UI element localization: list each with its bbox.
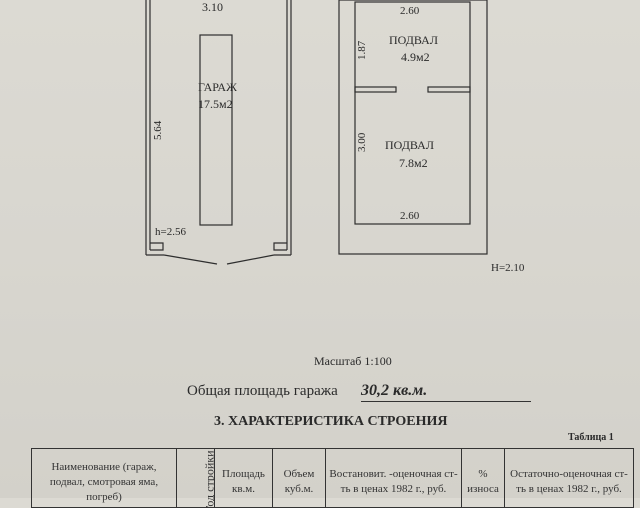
header-residual-cost: Остаточно-оценочная ст-ть в ценах 1982 г… xyxy=(504,448,634,508)
header-name: Наименование (гараж, подвал, смотровая я… xyxy=(31,448,177,508)
scale-label: Масштаб 1:100 xyxy=(314,354,392,368)
lower-basement-area: 7.8м2 xyxy=(399,156,428,170)
lower-basement-length-dim: 3.00 xyxy=(356,132,368,152)
header-restoration-cost: Востановит. -оценочная ст-ть в ценах 198… xyxy=(325,448,462,508)
header-year-text: Год стройки xyxy=(202,449,215,507)
total-area-label: Общая площадь гаража xyxy=(187,383,338,399)
garage-height: h=2.56 xyxy=(155,226,186,238)
building-characteristics-table: Наименование (гараж, подвал, смотровая я… xyxy=(31,448,634,508)
upper-basement-area: 4.9м2 xyxy=(401,50,430,64)
header-wear: % износа xyxy=(461,448,505,508)
garage-area: 17.5м2 xyxy=(198,97,233,111)
garage-label: ГАРАЖ xyxy=(198,80,237,94)
inspection-pit xyxy=(199,34,233,226)
basement-outline xyxy=(338,0,488,255)
garage-outline xyxy=(145,0,292,265)
header-volume: Объем куб.м. xyxy=(272,448,326,508)
garage-width-dim: 3.10 xyxy=(202,0,223,14)
lower-basement-label: ПОДВАЛ xyxy=(385,138,434,152)
upper-basement-length-dim: 1.87 xyxy=(356,40,368,60)
table-caption: Таблица 1 xyxy=(568,432,614,443)
floor-plan xyxy=(145,0,488,265)
table-header-row: Наименование (гараж, подвал, смотровая я… xyxy=(31,448,634,508)
upper-basement-width-dim: 2.60 xyxy=(400,5,420,17)
total-area-value: 30,2 кв.м. xyxy=(361,382,531,402)
basement-height: H=2.10 xyxy=(491,262,525,274)
header-year: Год стройки xyxy=(176,448,215,508)
header-area: Площадь кв.м. xyxy=(214,448,273,508)
upper-basement-label: ПОДВАЛ xyxy=(389,33,438,47)
lower-basement-width-dim: 2.60 xyxy=(400,210,420,222)
section-title: 3. ХАРАКТЕРИСТИКА СТРОЕНИЯ xyxy=(214,414,448,429)
garage-length-dim: 5.64 xyxy=(152,120,164,140)
